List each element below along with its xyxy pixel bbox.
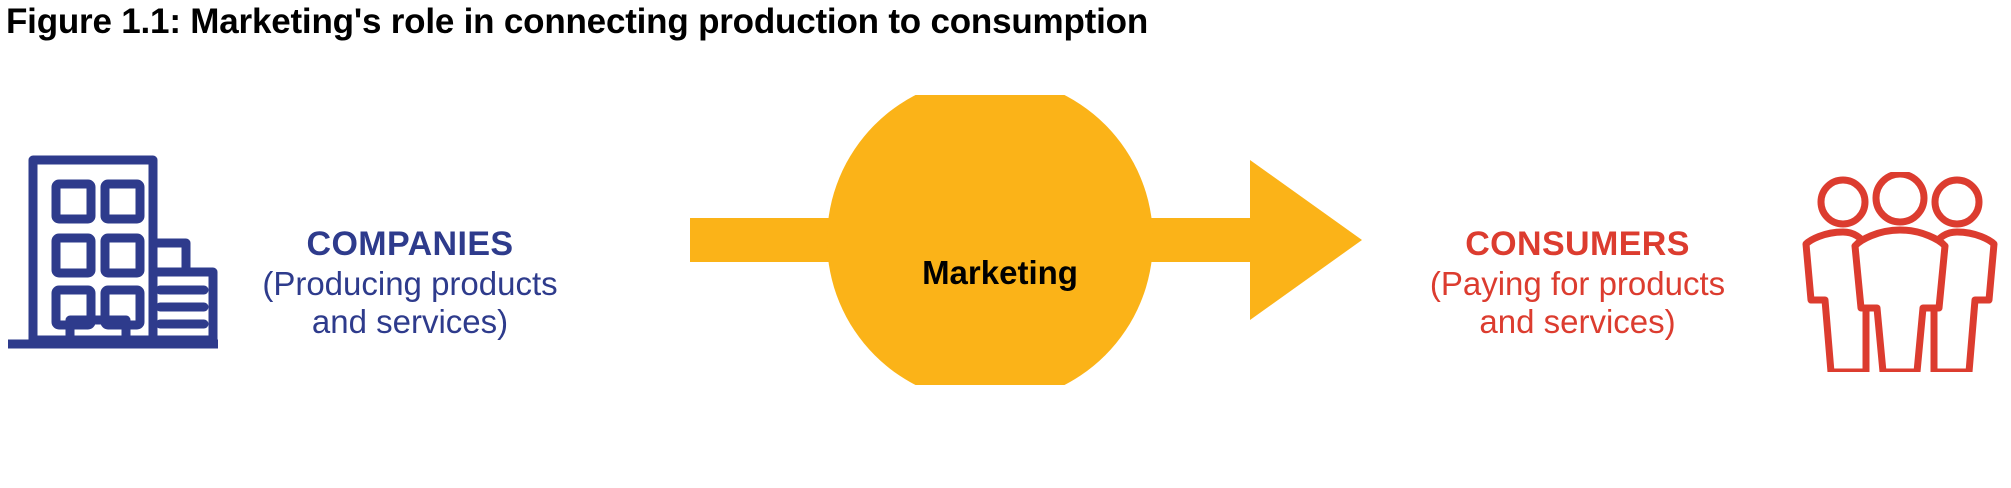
companies-heading: COMPANIES	[306, 225, 514, 263]
consumers-subtext-line-2: and services)	[1479, 303, 1676, 341]
marketing-flow-arrow	[690, 77, 1370, 403]
office-building-icon	[3, 140, 223, 355]
companies-subtext-line-1: (Producing products	[262, 264, 558, 302]
figure-title: Figure 1.1: Marketing's role in connecti…	[6, 2, 1148, 41]
consumers-heading: CONSUMERS	[1465, 225, 1690, 263]
companies-subtext-line-2: and services)	[311, 303, 509, 341]
consumers-label-group: CONSUMERS (Paying for products and servi…	[1350, 225, 1805, 342]
three-people-icon	[1800, 170, 2000, 376]
consumers-subtext-line-1: (Paying for products	[1429, 264, 1726, 302]
companies-label-group: COMPANIES (Producing products and servic…	[190, 225, 630, 342]
